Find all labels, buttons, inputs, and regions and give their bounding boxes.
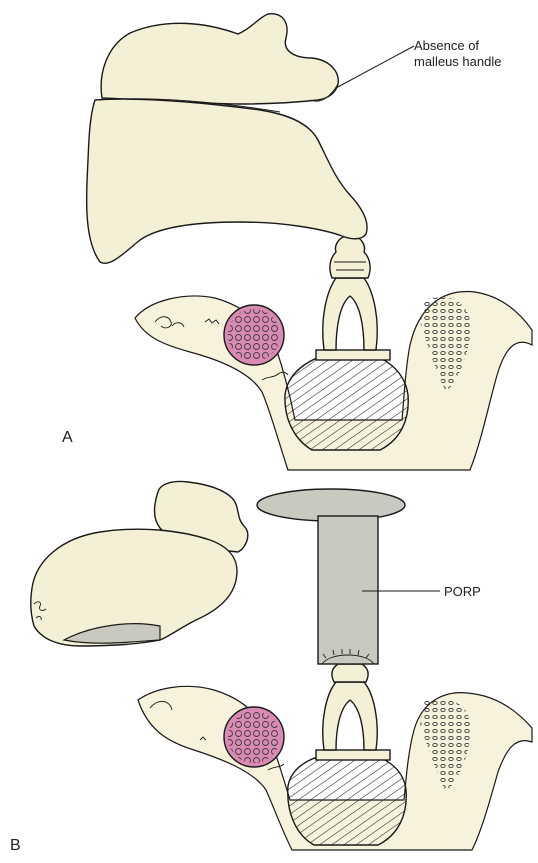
panel-b — [31, 481, 532, 850]
stapes-footplate-b — [316, 750, 390, 760]
stapes-b — [323, 682, 378, 750]
callout-absence-of-malleus-handle: Absence of malleus handle — [336, 38, 501, 88]
panel-a — [87, 14, 532, 470]
callout-absence-line2: malleus handle — [414, 54, 501, 69]
panel-label-a: A — [62, 429, 73, 446]
vestibule-a — [285, 352, 408, 450]
malleus-head-a — [101, 14, 338, 104]
incus-a — [87, 99, 367, 263]
panel-label-b: B — [10, 837, 21, 854]
porp-shaft — [318, 516, 378, 664]
vestibule-b — [288, 752, 407, 845]
callout-porp: PORP — [362, 584, 481, 599]
callout-absence-line1: Absence of — [414, 38, 479, 53]
stapes-footplate-a — [316, 350, 390, 360]
callout-porp-label: PORP — [444, 584, 481, 599]
stapes-a — [323, 278, 378, 350]
